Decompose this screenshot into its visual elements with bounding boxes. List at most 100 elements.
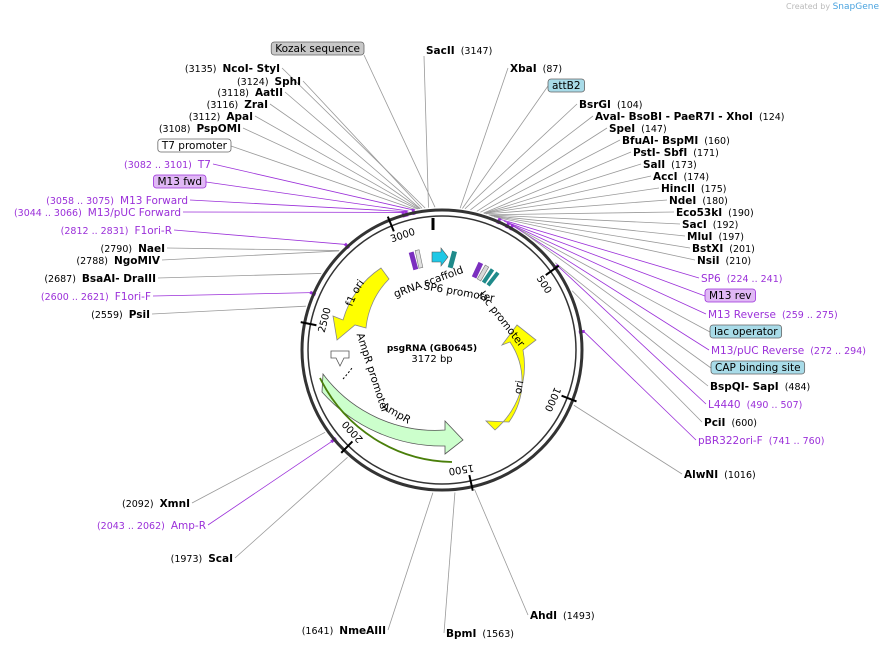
ncoi-position: (3135) <box>185 64 217 75</box>
label-bfuai: BfuAI - BspMI(160) <box>622 135 730 147</box>
apai-position: (3112) <box>189 112 221 123</box>
pbr-position: (741 .. 760) <box>769 436 825 447</box>
sphi-name: SphI <box>275 76 301 88</box>
sp6-name: SP6 <box>701 273 721 285</box>
label-bstxi: BstXI (201) <box>692 243 755 255</box>
label-xbai: XbaI(87) <box>510 63 562 75</box>
bfuai-extra: - BspMI <box>654 135 698 147</box>
apai-name: ApaI <box>226 111 253 123</box>
pointer-aatii <box>284 91 421 209</box>
bsaai-name: BsaAI <box>82 273 115 285</box>
pointer-xmni <box>191 431 326 504</box>
pointer-xbai <box>459 67 509 209</box>
pointer-mlui <box>490 215 686 237</box>
pointer-cap <box>523 232 712 369</box>
alwni-position: (1016) <box>724 470 756 481</box>
snapgene-credit: Created by SnapGene <box>786 2 879 12</box>
ndei-position: (180) <box>702 196 728 207</box>
pbr-name: pBR322ori-F <box>698 435 763 447</box>
ampr-position: (2043 .. 2062) <box>97 521 165 532</box>
label-m13fwd: M13 fwd <box>153 174 207 189</box>
tick-1500 <box>468 474 474 491</box>
pointer-sali <box>483 163 642 214</box>
psti-extra: - SbfI <box>656 147 688 159</box>
label-sp6: SP6(224 .. 241) <box>701 273 782 285</box>
pointer-attb2 <box>462 85 549 209</box>
bstxi-position: (201) <box>729 244 755 255</box>
cap-box <box>710 360 806 375</box>
m13forward-position: (3058 .. 3075) <box>46 196 114 207</box>
naei-position: (2790) <box>101 244 133 255</box>
svg-text:ori: ori <box>512 380 526 396</box>
pointer-acci <box>484 175 652 214</box>
ncoi-name: NcoI <box>223 63 249 75</box>
pointer-ngomiv <box>161 250 339 261</box>
cap-name: CAP binding site <box>715 362 801 374</box>
label-ampr: (2043 .. 2062)Amp-R <box>97 520 206 532</box>
f1orir-position: (2812 .. 2831) <box>61 226 129 237</box>
psti-position: (171) <box>693 148 719 159</box>
kozak-name: Kozak sequence <box>275 43 360 55</box>
m13rev-name: M13 rev <box>709 290 752 302</box>
credit-prefix: Created by <box>786 2 831 11</box>
scai-name: ScaI <box>208 553 233 565</box>
m13fwd-box <box>153 174 207 189</box>
bpmi-position: (1563) <box>482 629 514 640</box>
pointer-ndei <box>485 199 668 215</box>
zrai-name: ZraI <box>244 99 268 111</box>
pointer-bpmi <box>443 492 456 634</box>
pointer-psti <box>483 151 632 214</box>
label-ngomiv: (2788)NgoMIV <box>76 255 160 267</box>
attb2-box <box>547 78 585 93</box>
label-avai: AvaI - BsoBI - PaeR7I - XhoI(124) <box>595 111 784 123</box>
pspomi-name: PspOMI <box>196 123 241 135</box>
bspqi-extra: - SapI <box>745 381 779 393</box>
label-m13pucrev: M13/pUC Reverse(272 .. 294) <box>711 345 866 357</box>
ori-label: ori <box>512 380 526 396</box>
m13rev-box <box>704 288 756 303</box>
tick-3000 <box>386 216 395 232</box>
aatii-name: AatII <box>255 87 283 99</box>
backbone-inner <box>307 215 577 485</box>
plasmid-name: psgRNA (GB0645) <box>387 344 477 354</box>
pspomi-position: (3108) <box>159 124 191 135</box>
pointer-nsii <box>493 216 696 261</box>
label-alwni: AlwNI(1016) <box>684 469 756 481</box>
t7p-box <box>157 138 232 153</box>
ncoi-extra: - StyI <box>249 63 280 75</box>
pointer-m13pucrev <box>512 225 710 351</box>
label-mlui: MluI(197) <box>687 231 744 243</box>
label-ncoi: (3135) NcoI - StyI <box>185 63 280 75</box>
label-xmni: (2092)XmnI <box>122 498 190 510</box>
backbone-outer <box>300 208 584 492</box>
sali-name: SalI <box>643 159 665 171</box>
naei-name: NaeI <box>138 243 165 255</box>
label-psti: PstI - SbfI(171) <box>633 147 719 159</box>
label-nsii: NsiI(210) <box>697 255 751 267</box>
f1orir-name: F1ori-R <box>135 225 172 237</box>
label-m13rev: M13 rev <box>704 288 756 303</box>
saci-position: (192) <box>713 220 739 231</box>
lacop-name: lac operator <box>714 326 778 338</box>
mlui-name: MluI <box>687 231 712 243</box>
bsrgi-position: (104) <box>617 100 643 111</box>
pcii-name: PciI <box>704 417 725 429</box>
aatii-position: (3118) <box>217 88 249 99</box>
bsrgi-name: BsrGI <box>579 99 611 111</box>
pointer-m13reverse <box>508 223 707 315</box>
bsaai-position: (2687) <box>44 274 76 285</box>
bstxi-name: BstXI <box>692 243 723 255</box>
label-sphi: (3124)SphI <box>237 76 301 88</box>
avai-position: (124) <box>759 112 785 123</box>
m13forward-name: M13 Forward <box>120 195 188 207</box>
label-t7: (3082 .. 3101)T7 <box>124 159 211 171</box>
m13pucrev-position: (272 .. 294) <box>810 346 866 357</box>
label-f1orir: (2812 .. 2831) F1ori-R <box>61 225 172 237</box>
pointer-nmeaiii <box>387 492 434 631</box>
pointer-bsrgi <box>464 103 578 210</box>
label-ahdi: AhdI(1493) <box>530 610 595 622</box>
plasmid-length: 3172 bp <box>411 354 452 365</box>
pointer-eco53ki <box>488 211 675 216</box>
t7-name: T7 <box>197 159 211 171</box>
feature-ori: ori <box>484 324 537 431</box>
